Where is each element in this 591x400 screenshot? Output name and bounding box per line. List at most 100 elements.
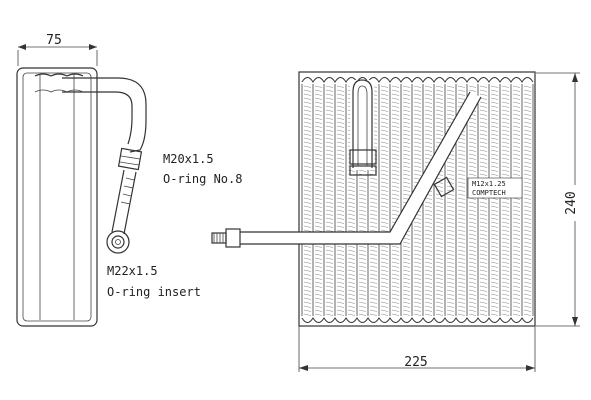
fin-line: [468, 289, 477, 292]
fin-line: [512, 93, 521, 96]
fin-line: [314, 209, 323, 212]
fin-line: [501, 137, 510, 140]
fin-line: [325, 305, 334, 308]
fin-line: [468, 205, 477, 208]
fin-line: [336, 213, 345, 216]
fin-line: [446, 181, 455, 184]
fin-line: [314, 153, 323, 156]
fin-line: [413, 121, 422, 124]
fin-line: [325, 261, 334, 264]
fin-line: [435, 201, 444, 204]
fin-line: [336, 277, 345, 280]
fin-line: [303, 253, 312, 256]
fin-line: [457, 193, 466, 196]
fin-line: [468, 217, 477, 220]
fin-line: [303, 125, 312, 128]
fin-line: [369, 293, 378, 296]
fin-line: [424, 153, 433, 156]
fin-line: [424, 277, 433, 280]
fin-line: [336, 273, 345, 276]
fin-line: [369, 205, 378, 208]
fin-line: [523, 245, 532, 248]
fin-line: [501, 225, 510, 228]
fin-line: [303, 173, 312, 176]
fin-line: [303, 285, 312, 288]
fin-line: [490, 121, 499, 124]
fin-line: [402, 193, 411, 196]
fin-line: [457, 93, 466, 96]
fin-line: [358, 257, 367, 260]
fin-line: [490, 125, 499, 128]
fin-line: [358, 253, 367, 256]
sensor-port-thread: M12x1.25: [472, 180, 506, 188]
fin-line: [468, 157, 477, 160]
fin-line: [336, 313, 345, 316]
fin-line: [303, 305, 312, 308]
fin-line: [490, 205, 499, 208]
fin-line: [336, 145, 345, 148]
fin-line: [446, 185, 455, 188]
fin-line: [325, 149, 334, 152]
fin-line: [413, 233, 422, 236]
fin-line: [523, 233, 532, 236]
fin-line: [402, 93, 411, 96]
fin-line: [479, 85, 488, 88]
fin-line: [523, 237, 532, 240]
fin-line: [435, 93, 444, 96]
fin-line: [314, 137, 323, 140]
fin-line: [523, 129, 532, 132]
fin-line: [490, 89, 499, 92]
fin-line: [314, 157, 323, 160]
fin-line: [457, 301, 466, 304]
fin-line: [435, 85, 444, 88]
fin-line: [457, 169, 466, 172]
fin-line: [413, 85, 422, 88]
fin-line: [413, 133, 422, 136]
fin-line: [303, 261, 312, 264]
fin-line: [457, 305, 466, 308]
lower-fitting-thread: M22x1.5: [107, 264, 158, 278]
fin-line: [303, 301, 312, 304]
fin-line: [325, 205, 334, 208]
fin-line: [369, 257, 378, 260]
fin-line: [424, 241, 433, 244]
fin-line: [314, 129, 323, 132]
fin-line: [512, 125, 521, 128]
fin-line: [457, 185, 466, 188]
fin-line: [490, 169, 499, 172]
fin-line: [391, 121, 400, 124]
fin-line: [446, 281, 455, 284]
fin-line: [347, 265, 356, 268]
fin-line: [446, 253, 455, 256]
fin-line: [468, 89, 477, 92]
fin-line: [457, 89, 466, 92]
fin-line: [523, 193, 532, 196]
fin-line: [468, 257, 477, 260]
fin-line: [380, 121, 389, 124]
fin-line: [402, 89, 411, 92]
side-view-pipe: [62, 77, 147, 254]
fin-line: [413, 117, 422, 120]
fin-line: [512, 213, 521, 216]
fin-line: [413, 129, 422, 132]
fin-line: [380, 117, 389, 120]
fin-line: [457, 173, 466, 176]
fin-line: [336, 169, 345, 172]
fin-line: [391, 169, 400, 172]
core-header-bottom: [301, 317, 534, 323]
fin-line: [435, 269, 444, 272]
fin-line: [314, 89, 323, 92]
fin-line: [490, 237, 499, 240]
fin-line: [435, 253, 444, 256]
fin-line: [336, 261, 345, 264]
fin-line: [446, 249, 455, 252]
fin-line: [490, 297, 499, 300]
fin-line: [380, 177, 389, 180]
fin-line: [468, 297, 477, 300]
fin-line: [314, 169, 323, 172]
fin-line: [402, 185, 411, 188]
fin-line: [380, 181, 389, 184]
fin-line: [380, 293, 389, 296]
fin-line: [314, 277, 323, 280]
fin-line: [391, 213, 400, 216]
